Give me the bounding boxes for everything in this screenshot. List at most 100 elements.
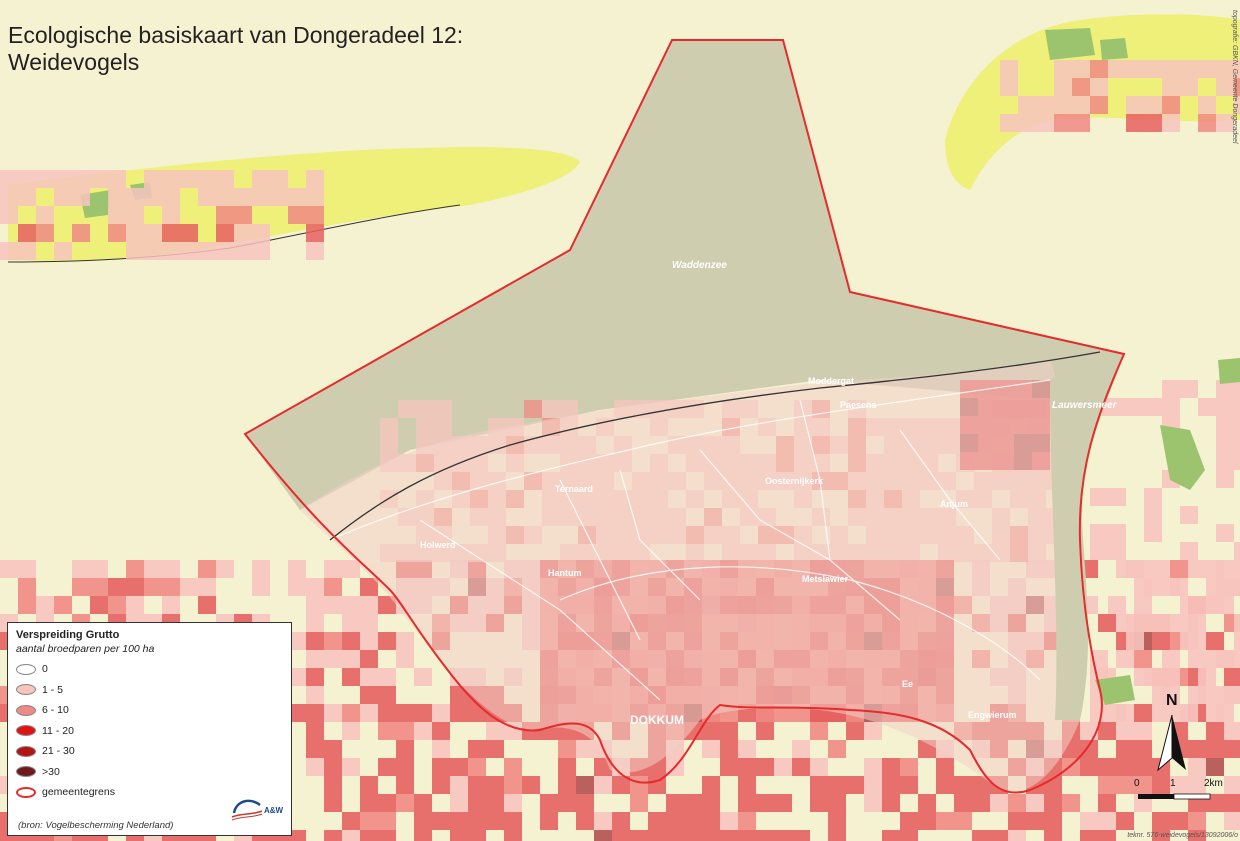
grid-cell [1080, 758, 1098, 776]
grid-cell [108, 596, 126, 614]
grid-cell [1098, 614, 1116, 632]
label-oosternijkerk: Oosternijkerk [765, 476, 824, 486]
grid-cell [324, 560, 342, 578]
grid-cell [684, 812, 702, 830]
grid-cell [324, 578, 342, 596]
grid-cell [900, 830, 918, 841]
grid-cell [558, 776, 576, 794]
grid-cell [18, 560, 36, 578]
grid-cell [252, 578, 270, 596]
grid-cell [1144, 614, 1162, 632]
label-anjum: Anjum [940, 499, 968, 509]
grid-cell [378, 668, 396, 686]
municipality-land [300, 360, 1086, 792]
grid-cell [1008, 830, 1026, 841]
grid-cell [288, 206, 306, 224]
grid-cell [1072, 96, 1090, 114]
grid-cell [738, 794, 756, 812]
grid-cell [486, 794, 504, 812]
grid-cell [1134, 650, 1152, 668]
grid-cell [702, 722, 720, 740]
grid-cell [108, 224, 126, 242]
grid-cell [414, 722, 432, 740]
grid-cell [504, 794, 522, 812]
grid-cell [1180, 704, 1198, 722]
legend-source: (bron: Vogelbescherming Nederland) [18, 820, 174, 831]
grid-cell [900, 758, 918, 776]
grid-cell [360, 776, 378, 794]
grid-cell [756, 704, 774, 722]
grid-cell [126, 206, 144, 224]
grid-cell [306, 704, 324, 722]
grid-cell [1180, 380, 1198, 398]
grid-cell [450, 794, 468, 812]
grid-cell [342, 758, 360, 776]
grid-cell [720, 740, 738, 758]
grid-cell [558, 740, 576, 758]
grid-cell [270, 170, 288, 188]
schiermonnikoog-forest [1045, 28, 1128, 60]
grid-cell [936, 758, 954, 776]
grid-cell [684, 830, 702, 841]
scale-label-0: 0 [1134, 778, 1140, 789]
grid-cell [90, 560, 108, 578]
grid-cell [306, 170, 324, 188]
grid-cell [342, 830, 360, 841]
grid-cell [1108, 542, 1126, 560]
grid-cell [828, 812, 846, 830]
grid-cell [576, 740, 594, 758]
grid-cell [576, 776, 594, 794]
grid-cell [380, 436, 398, 454]
grid-cell [972, 830, 990, 841]
grid-cell [0, 242, 18, 260]
scale-bar: 0 1 2km [1132, 778, 1240, 808]
grid-cell [1180, 542, 1198, 560]
legend-boundary-label: gemeentegrens [42, 786, 115, 799]
grid-cell [396, 704, 414, 722]
grid-cell [1144, 524, 1162, 542]
grid-cell [1170, 776, 1188, 794]
legend-class-swatch [16, 684, 36, 696]
legend-class-swatch [16, 745, 36, 757]
grid-cell [702, 794, 720, 812]
legend-class-row: >30 [16, 762, 283, 783]
grid-cell [144, 170, 162, 188]
grid-cell [612, 812, 630, 830]
grid-cell [972, 776, 990, 794]
grid-cell [954, 812, 972, 830]
grid-cell [1072, 78, 1090, 96]
grid-cell [1188, 776, 1206, 794]
grid-cell [882, 830, 900, 841]
grid-cell [1198, 114, 1216, 132]
grid-cell [324, 632, 342, 650]
grid-cell [468, 776, 486, 794]
grid-cell [1234, 96, 1240, 114]
grid-cell [1090, 60, 1108, 78]
grid-cell [108, 188, 126, 206]
sea-dike [329, 351, 1101, 541]
grid-cell [540, 812, 558, 830]
grid-cell [486, 740, 504, 758]
grid-cell [432, 812, 450, 830]
grid-cell [1144, 506, 1162, 524]
grid-cell [1234, 78, 1240, 96]
grid-cell [1180, 632, 1198, 650]
grid-cell [342, 722, 360, 740]
grid-cell [1090, 488, 1108, 506]
grid-cell [216, 224, 234, 242]
grid-cell [1206, 740, 1224, 758]
grid-cell [576, 812, 594, 830]
grid-cell [1188, 740, 1206, 758]
grid-cell [468, 758, 486, 776]
grid-cell [1198, 398, 1216, 416]
grid-cell [378, 596, 396, 614]
grid-cell [18, 188, 36, 206]
grid-cell [360, 794, 378, 812]
grid-cell [432, 758, 450, 776]
grid-cell [468, 794, 486, 812]
grid-cell [450, 704, 468, 722]
grid-cell [432, 740, 450, 758]
grid-cell [162, 224, 180, 242]
grid-cell [1216, 470, 1234, 488]
grid-cell [306, 686, 324, 704]
